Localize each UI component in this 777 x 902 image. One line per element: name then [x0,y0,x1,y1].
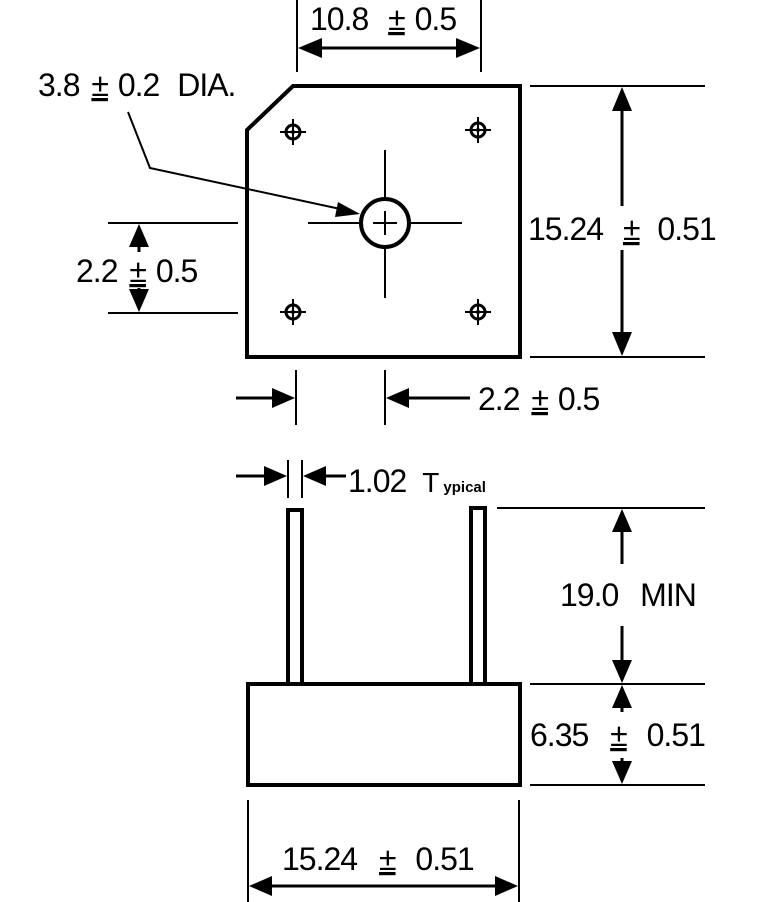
hole-horizontal-offset-label: 2.2 ± 0.5 [478,381,600,417]
hole-leader [127,111,360,217]
lead-right [469,506,487,686]
side-view-body-outline [246,682,522,787]
pin-marker [465,117,491,143]
top-view-body-outline [245,84,522,359]
lead-length-label: 19.0 MIN [560,577,696,613]
lead-width-label: 1.02 T ypical [348,463,486,499]
top-width-dimension [296,0,482,72]
hole-dia-label: 3.8 ± 0.2 DIA. [38,67,235,103]
body-width-label: 15.24 ± 0.51 [282,841,474,877]
top-width-label: 10.8 ± 0.5 [310,1,456,37]
hole-vertical-offset-label: 2.2 ± 0.5 [76,253,198,289]
pin-marker [280,299,306,325]
body-width-dimension [247,800,520,902]
body-thickness-dimension [530,685,705,786]
hole-vertical-offset-dimension [108,222,238,314]
side-view: 1.02 T ypical 19.0 MIN 6.35 ± [236,460,706,902]
pin-marker [465,299,491,325]
hole-horizontal-offset-dimension [236,370,470,425]
body-height-label: 15.24 ± 0.51 [528,211,716,247]
pin-marker [280,119,306,145]
lead-left [286,508,304,686]
lead-length-dimension [497,507,705,685]
lead-width-dimension [236,460,346,498]
top-view: 3.8 ± 0.2 DIA. 10.8 ± 0.5 15. [38,0,717,425]
body-height-dimension [530,85,705,358]
center-hole [308,150,462,298]
body-thickness-label: 6.35 ± 0.51 [530,717,705,753]
